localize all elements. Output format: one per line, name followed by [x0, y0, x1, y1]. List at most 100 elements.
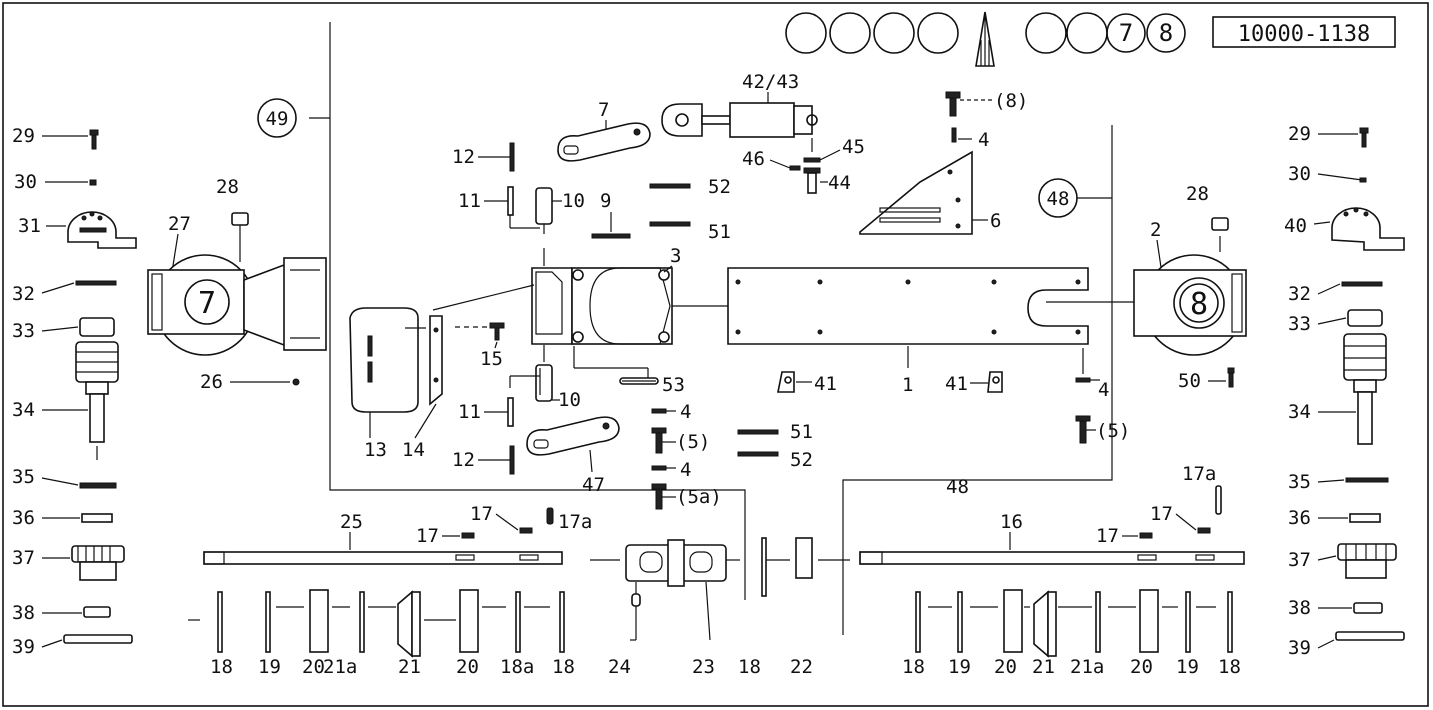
label-11-top: 11 — [458, 190, 481, 212]
label-30-left: 30 — [14, 171, 37, 193]
label-51-bottom: 51 — [790, 421, 813, 443]
label-39-left: 39 — [12, 636, 35, 658]
label-18-left-b: 18 — [552, 656, 575, 678]
center-fasteners: 4 (5) 4 (5a) 52 51 51 52 — [543, 176, 813, 510]
part-2-assembly: 2 28 8 50 — [1133, 183, 1247, 392]
label-21-left: 21 — [398, 656, 421, 678]
part-27-assembly: 27 28 7 26 — [147, 176, 327, 393]
label-46: 46 — [742, 148, 765, 170]
header-circle-1 — [785, 12, 827, 54]
label-4-c: 4 — [978, 129, 989, 151]
mark-8: 8 — [1190, 287, 1208, 322]
label-28-left: 28 — [216, 176, 239, 198]
part-6-plate: 6 (8) 4 — [859, 90, 1028, 235]
label-4-b: 4 — [680, 459, 691, 481]
label-13: 13 — [364, 439, 387, 461]
label-17-right-b: 17 — [1150, 503, 1173, 525]
label-52-top: 52 — [708, 176, 731, 198]
header-circle-5 — [1025, 12, 1067, 54]
callout-49-circle — [257, 98, 297, 138]
label-18-right-a: 18 — [902, 656, 925, 678]
label-26: 26 — [200, 371, 223, 393]
label-4-a: 4 — [680, 401, 691, 423]
part-1-track: 1 41 41 — [727, 267, 1134, 396]
label-1: 1 — [902, 374, 913, 396]
label-37-left: 37 — [12, 547, 35, 569]
label-16: 16 — [1000, 511, 1023, 533]
label-5-a: (5) — [676, 431, 710, 453]
mark-7: 7 — [198, 286, 216, 321]
header-circle-8 — [1146, 13, 1186, 53]
header-circle-3 — [873, 12, 915, 54]
label-32-left: 32 — [12, 283, 35, 305]
label-20-right-a: 20 — [994, 656, 1017, 678]
label-7: 7 — [598, 99, 609, 121]
label-2: 2 — [1150, 219, 1161, 241]
label-17-left-b: 17 — [470, 503, 493, 525]
label-37-right: 37 — [1288, 549, 1311, 571]
group-49-boundary — [329, 22, 746, 600]
label-5a: (5a) — [676, 486, 722, 508]
label-23: 23 — [692, 656, 715, 678]
label-10-top: 10 — [562, 190, 585, 212]
label-34-left: 34 — [12, 399, 35, 421]
label-35-left: 35 — [12, 466, 35, 488]
label-18-center: 18 — [738, 656, 761, 678]
label-53: 53 — [662, 374, 685, 396]
label-5-c: (5) — [1096, 420, 1130, 442]
label-51-top: 51 — [708, 221, 731, 243]
label-17-right-a: 17 — [1096, 525, 1119, 547]
label-15: 15 — [480, 348, 503, 370]
header-circle-7 — [1106, 13, 1146, 53]
doc-number-box — [1212, 16, 1396, 48]
callout-48: 48 — [1047, 188, 1070, 210]
left-column-parts: 29 30 31 32 33 34 35 36 37 38 — [12, 125, 137, 658]
label-21-right: 21 — [1032, 656, 1055, 678]
label-29-left: 29 — [12, 125, 35, 147]
label-17a-right: 17a — [1182, 463, 1216, 485]
label-17a-left: 17a — [558, 511, 592, 533]
label-11-bottom: 11 — [458, 401, 481, 423]
label-30-right: 30 — [1288, 163, 1311, 185]
label-6: 6 — [990, 210, 1001, 232]
callout-48-circle — [1038, 178, 1078, 218]
callout-49: 49 — [266, 108, 289, 130]
right-column-parts: 29 30 40 32 33 34 35 36 37 38 — [1284, 123, 1405, 659]
label-27: 27 — [168, 213, 191, 235]
gas-strut-42-43: 42/43 45 44 46 — [661, 71, 865, 194]
label-41-left: 41 — [814, 373, 837, 395]
header-circle-2 — [829, 12, 871, 54]
header-circle-4 — [917, 12, 959, 54]
label-50: 50 — [1178, 370, 1201, 392]
label-39-right: 39 — [1288, 637, 1311, 659]
label-8: (8) — [994, 90, 1028, 112]
label-47: 47 — [582, 474, 605, 496]
label-31: 31 — [18, 215, 41, 237]
label-38-right: 38 — [1288, 597, 1311, 619]
header-circle-8-label: 8 — [1159, 19, 1173, 47]
label-19-right-b: 19 — [1176, 656, 1199, 678]
right-shaft-assembly: 48 16 17 17 17a 18 19 20 21 21a 2 — [859, 463, 1245, 678]
label-12-bottom: 12 — [452, 449, 475, 471]
label-32-right: 32 — [1288, 283, 1311, 305]
label-38-left: 38 — [12, 602, 35, 624]
label-24: 24 — [608, 656, 631, 678]
label-36-left: 36 — [12, 507, 35, 529]
label-28-right: 28 — [1186, 183, 1209, 205]
coupling-assembly: 24 23 18 22 — [590, 537, 850, 678]
label-33-right: 33 — [1288, 313, 1311, 335]
part-3-bracket: 3 53 — [432, 245, 728, 396]
doc-number: 10000-1138 — [1238, 22, 1370, 47]
label-18a-left: 18a — [500, 656, 534, 678]
label-40: 40 — [1284, 215, 1307, 237]
header-circle-7-label: 7 — [1119, 19, 1133, 47]
label-17-left-a: 17 — [416, 525, 439, 547]
label-21a-right: 21a — [1070, 656, 1104, 678]
label-20-left-a: 20 — [302, 656, 325, 678]
right-fasteners: 4 (5) — [1075, 348, 1130, 444]
header-circles: 7 8 — [785, 12, 1186, 54]
label-12-top: 12 — [452, 146, 475, 168]
direction-arrow-icon — [975, 11, 995, 67]
